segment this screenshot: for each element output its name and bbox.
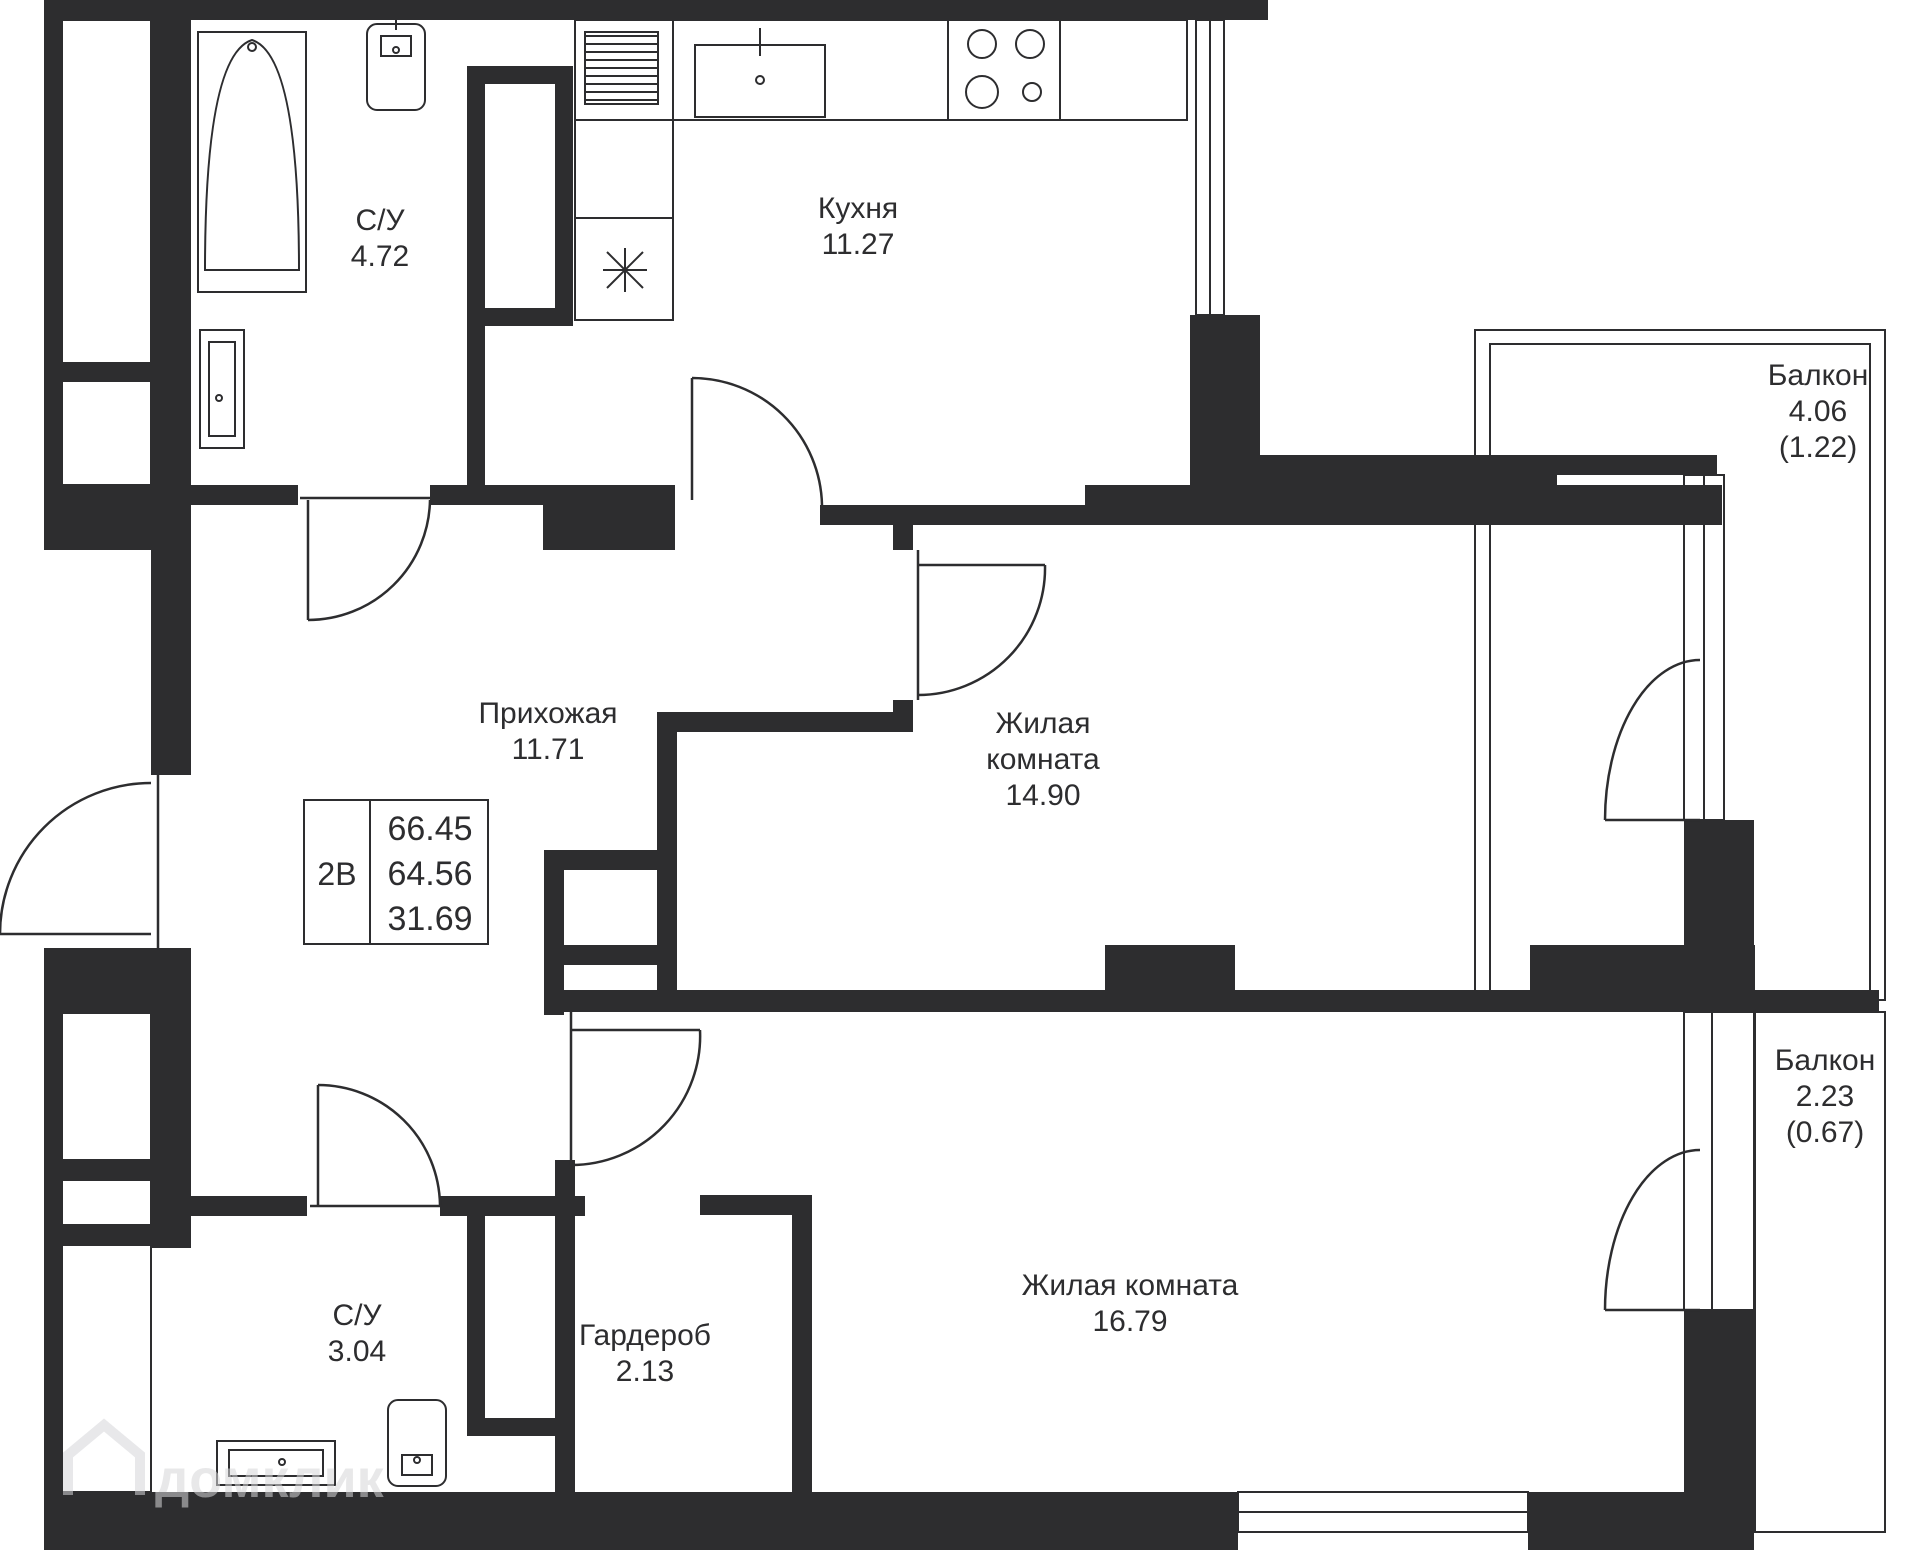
toilet-icon-2	[387, 1399, 447, 1487]
kitchen-door	[690, 376, 824, 506]
stove-icon	[965, 29, 1045, 109]
living-room-2-door	[569, 1012, 702, 1167]
apartment-info-box: 2В 66.45 64.56 31.69	[303, 799, 489, 945]
living-room-1-line1: Жилая	[996, 707, 1091, 740]
hallway-area: 11.71	[512, 733, 585, 766]
house-logo-icon	[63, 1418, 145, 1495]
walls	[44, 0, 1879, 1550]
living-room-2-area: 16.79	[1092, 1305, 1167, 1338]
bathroom-top-area: 4.72	[351, 240, 409, 273]
kitchen-name: Кухня	[818, 192, 898, 225]
bathroom-bottom-name: С/У	[332, 1299, 382, 1332]
balcony-bottom-reduced: (0.67)	[1786, 1116, 1864, 1149]
balcony-top-name: Балкон	[1768, 359, 1869, 392]
total-area: 66.45	[387, 810, 472, 848]
balcony-bottom-name: Балкон	[1775, 1044, 1876, 1077]
living-room-1-line2: комната	[986, 743, 1100, 776]
room-labels: С/У 4.72 Кухня 11.27 Балкон 4.06 (1.22) …	[328, 192, 1875, 1388]
balcony-bottom-area: 2.23	[1796, 1080, 1854, 1113]
doors	[0, 376, 1701, 1312]
balcony-door-2	[1603, 1148, 1701, 1312]
living-area: 64.56	[387, 855, 472, 893]
apartment-type: 2В	[317, 856, 356, 892]
thin-lines	[61, 19, 1886, 1533]
living-room-2-name: Жилая комната	[1022, 1269, 1239, 1302]
gas-riser-icon	[603, 248, 647, 292]
hallway-name: Прихожая	[478, 697, 617, 730]
bathtub-icon	[197, 31, 307, 293]
watermark-text: домклик	[155, 1449, 385, 1509]
bathroom-door	[300, 496, 432, 622]
kitchen-area: 11.27	[822, 228, 895, 261]
dish-rack-icon	[584, 31, 659, 105]
wardrobe-area: 2.13	[616, 1355, 674, 1388]
bathroom-2-door	[310, 1083, 442, 1208]
balcony-top-area: 4.06	[1789, 395, 1847, 428]
entrance-door[interactable]	[0, 775, 160, 948]
balcony-top-reduced: (1.22)	[1779, 431, 1857, 464]
washbasin-icon-2	[216, 1440, 336, 1486]
living-room-1-area: 14.90	[1005, 779, 1080, 812]
balcony-door-1	[1603, 658, 1701, 822]
living-room-1-door	[916, 550, 1047, 700]
bathroom-bottom-area: 3.04	[328, 1335, 386, 1368]
kitchen-sink-icon	[694, 28, 826, 118]
bathroom-top-name: С/У	[355, 204, 405, 237]
toilet-icon	[366, 20, 426, 111]
wardrobe-name: Гардероб	[579, 1319, 711, 1352]
watermark: домклик	[63, 1418, 385, 1509]
washbasin-icon	[199, 329, 245, 449]
extra-area: 31.69	[387, 900, 472, 938]
